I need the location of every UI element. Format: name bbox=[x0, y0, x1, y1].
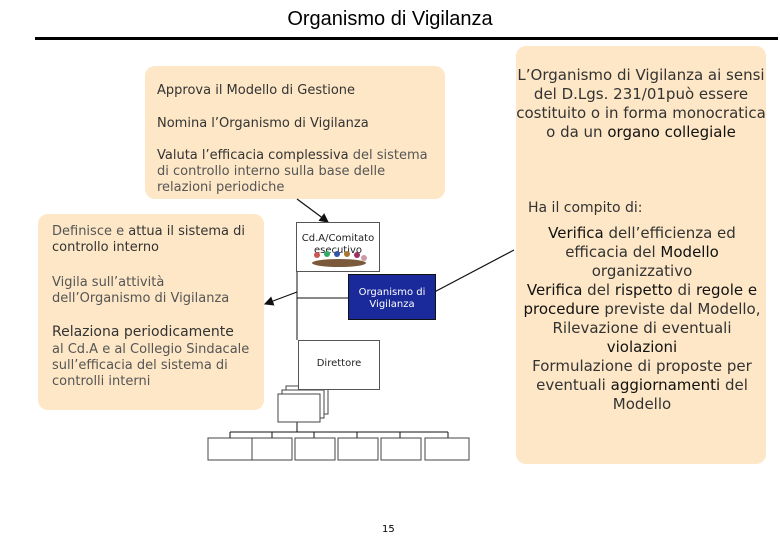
unit-box-5 bbox=[380, 437, 422, 461]
cda-approva-text: Approva il Modello di Gestione bbox=[157, 83, 356, 98]
task3-a: Rilevazione di eventuali bbox=[552, 319, 732, 337]
page-title: Organismo di Vigilanza bbox=[287, 8, 493, 30]
odv-intro-a: L’Organismo di Vigilanza ai sensi del D.… bbox=[516, 66, 766, 141]
unit-box-4 bbox=[337, 437, 379, 461]
task-verifica-rispetto: Verifica del rispetto di regole e proced… bbox=[520, 281, 764, 319]
task2-c: rispetto bbox=[614, 281, 673, 299]
meeting-people-icon bbox=[312, 251, 367, 267]
arrow-to-left-box bbox=[263, 291, 298, 306]
task1-b: dell’efficienza ed efficacia del bbox=[565, 224, 736, 261]
unit-box-3 bbox=[294, 437, 336, 461]
odv-tasks-text: Verifica dell’efficienza ed efficacia de… bbox=[520, 224, 764, 414]
task4-a: Formulazione di proposte per eventuali bbox=[532, 357, 752, 394]
task2-d: di bbox=[672, 281, 696, 299]
task1-d: organizzativo bbox=[591, 262, 693, 280]
task-rilevazione: Rilevazione di eventuali violazioni bbox=[520, 319, 764, 357]
task1-a: Verifica bbox=[548, 224, 604, 242]
cda-nomina-text: Nomina l’Organismo di Vigilanza bbox=[157, 116, 369, 131]
stacked-page-1 bbox=[277, 393, 321, 423]
title-underline bbox=[35, 37, 778, 40]
odv-compito-text: Ha il compito di: bbox=[528, 200, 643, 216]
cda-responsibilities-box: Approva il Modello di Gestione Nomina l’… bbox=[145, 66, 445, 199]
direttore-node-label: Direttore bbox=[316, 358, 362, 369]
direttore-node: Direttore bbox=[298, 340, 380, 390]
odv-intro-text: L’Organismo di Vigilanza ai sensi del D.… bbox=[516, 66, 766, 142]
odv-intro-b: organo collegiale bbox=[607, 123, 736, 141]
left-definisce-text: Definisce e attua il sistema di controll… bbox=[52, 224, 264, 256]
left-responsibilities-box: Definisce e attua il sistema di controll… bbox=[38, 214, 264, 410]
task2-a: Verifica bbox=[526, 281, 583, 299]
task2-e: regole e procedure bbox=[523, 281, 758, 318]
task1-c: Modello bbox=[660, 243, 719, 261]
arrow-to-cda bbox=[296, 198, 329, 223]
left-relaziona-text: al Cd.A e al Collegio Sindacale sull’eff… bbox=[52, 342, 250, 389]
cda-valuta-text: Valuta l’efficacia complessiva del siste… bbox=[157, 148, 442, 196]
left-definisce-a: Definisce e bbox=[52, 224, 129, 239]
cda-valuta-rest: del sistema di controllo interno sulla b… bbox=[157, 148, 428, 195]
unit-box-1 bbox=[207, 437, 253, 461]
cda-node-label: Cd.A/Comitato esecutivo bbox=[301, 233, 375, 256]
arrow-to-odv bbox=[421, 249, 515, 299]
task4-c: del Modello bbox=[612, 376, 748, 413]
page-number: 15 bbox=[382, 524, 395, 535]
task-verifica-efficienza: Verifica dell’efficienza ed efficacia de… bbox=[520, 224, 764, 281]
task-formulazione: Formulazione di proposte per eventuali a… bbox=[520, 357, 764, 414]
task2-f: previste dal Modello, bbox=[599, 300, 761, 318]
left-relaziona-head: Relaziona periodicamente bbox=[52, 324, 234, 340]
unit-box-6 bbox=[424, 437, 470, 461]
unit-box-2 bbox=[251, 437, 293, 461]
cda-node: Cd.A/Comitato esecutivo bbox=[296, 222, 380, 272]
left-vigila-text: Vigila sull’attività dell’Organismo di V… bbox=[52, 275, 230, 306]
task3-b: violazioni bbox=[606, 338, 678, 356]
left-definisce-b: attua il sistema di controllo interno bbox=[52, 224, 245, 255]
task2-b: del bbox=[582, 281, 615, 299]
task4-b: aggiornamenti bbox=[610, 376, 721, 394]
odv-node: Organismo di Vigilanza bbox=[348, 274, 436, 320]
odv-description-box: L’Organismo di Vigilanza ai sensi del D.… bbox=[516, 46, 766, 464]
odv-node-label: Organismo di Vigilanza bbox=[358, 287, 426, 310]
cda-valuta-bold: Valuta l’efficacia complessiva bbox=[157, 148, 349, 163]
